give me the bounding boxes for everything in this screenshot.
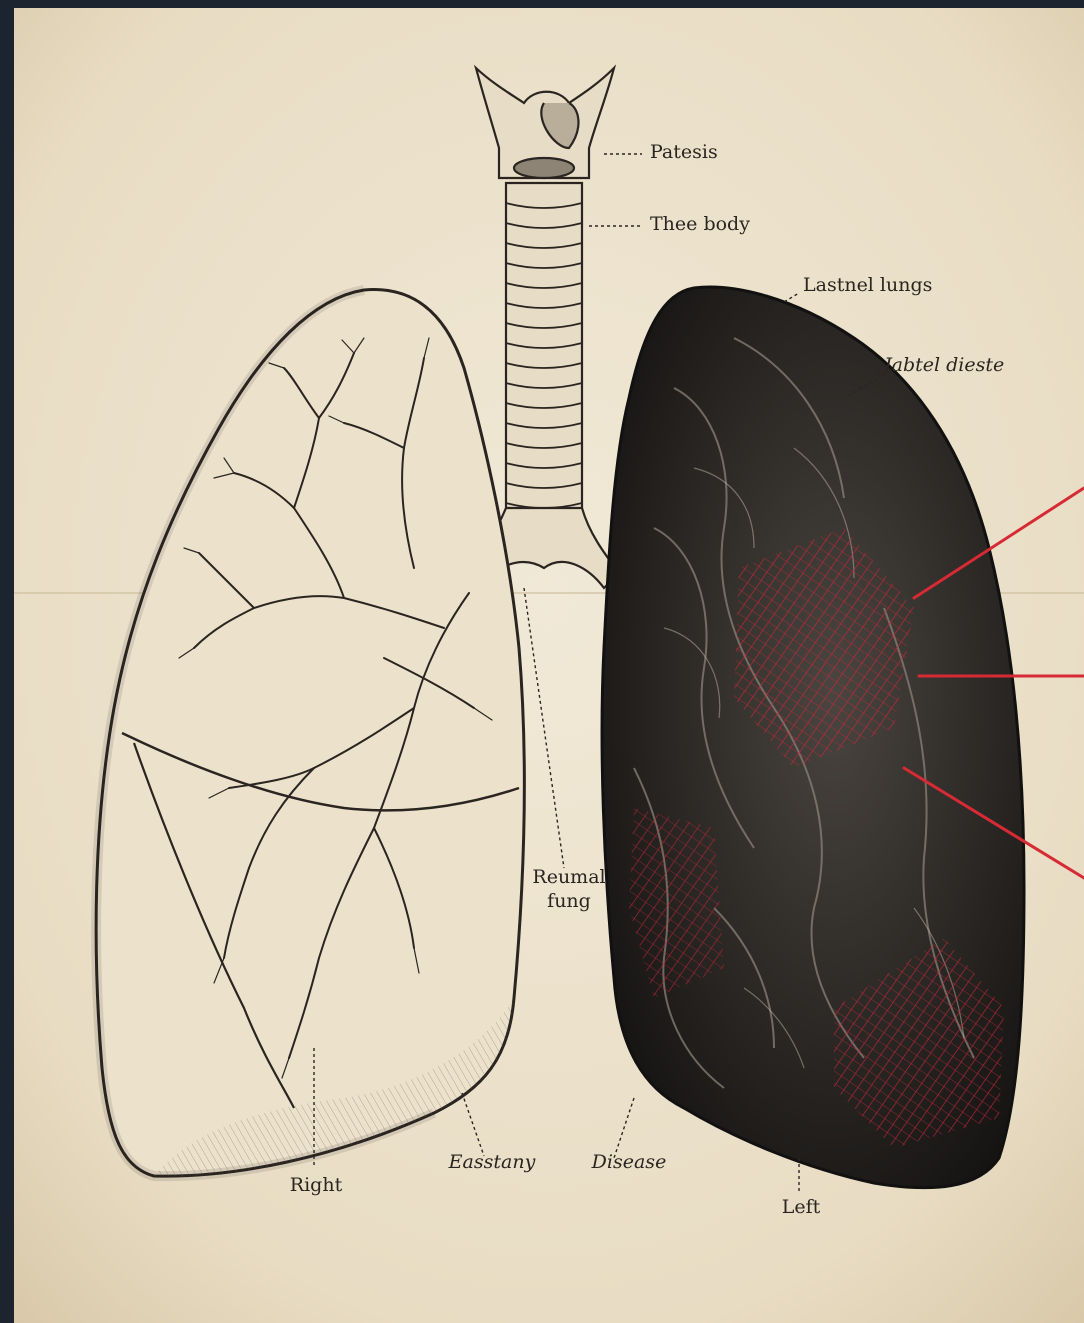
label-disease: Disease bbox=[592, 1153, 667, 1172]
label-thee-body: Thee body bbox=[650, 215, 750, 234]
label-patesis: Patesis bbox=[650, 143, 718, 162]
label-reumal-fung: Reumal fung bbox=[524, 866, 614, 914]
label-easstany: Easstany bbox=[449, 1153, 536, 1172]
label-right: Right bbox=[290, 1176, 342, 1195]
diagram-sheet: Patesis Thee body Lastnel lungs Jabtel d… bbox=[14, 8, 1084, 1323]
label-jabtel-dieste: Jabtel dieste bbox=[884, 356, 1004, 375]
lung-illustration bbox=[14, 8, 1084, 1323]
label-lastnel-lungs: Lastnel lungs bbox=[803, 276, 932, 295]
label-left: Left bbox=[782, 1198, 821, 1217]
